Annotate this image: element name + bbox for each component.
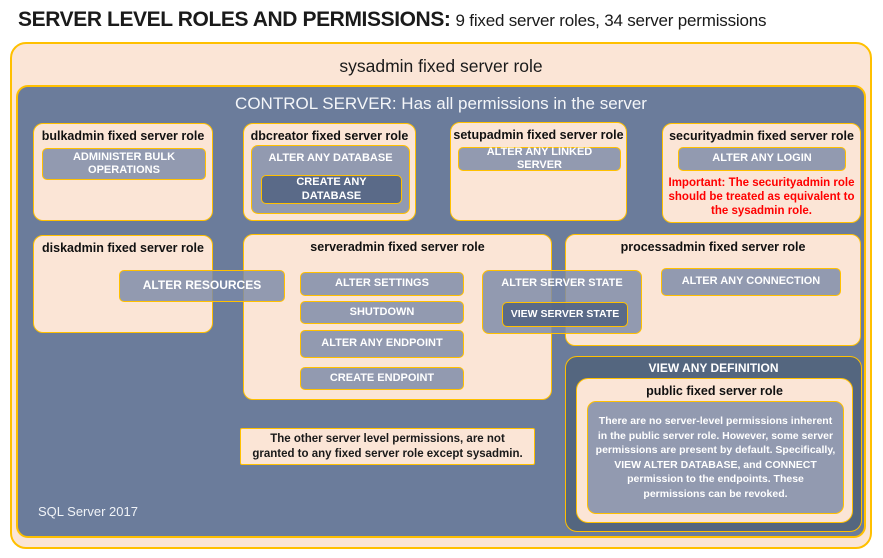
role-title-processadmin: processadmin fixed server role	[620, 240, 806, 254]
role-title-diskadmin: diskadmin fixed server role	[42, 241, 204, 255]
role-box-dbcreator: dbcreator fixed server role ALTER ANY DA…	[243, 123, 416, 221]
role-title-setupadmin: setupadmin fixed server role	[453, 128, 624, 142]
page-title-sub: 9 fixed server roles, 34 server permissi…	[455, 11, 767, 30]
role-title-public: public fixed server role	[646, 384, 783, 398]
permission-alter-any-linked-server: ALTER ANY LINKED SERVER	[458, 146, 621, 171]
permission-view-any-definition-label: VIEW ANY DEFINITION	[648, 361, 779, 375]
page-title: SERVER LEVEL ROLES AND PERMISSIONS:9 fix…	[18, 8, 766, 32]
permission-view-server-state: VIEW SERVER STATE	[502, 302, 628, 327]
permission-alter-any-connection: ALTER ANY CONNECTION	[661, 268, 841, 296]
permission-shutdown: SHUTDOWN	[300, 301, 464, 324]
sysadmin-role-box: sysadmin fixed server role CONTROL SERVE…	[10, 42, 872, 549]
permission-alter-any-database: ALTER ANY DATABASE CREATE ANY DATABASE	[251, 145, 410, 214]
permission-create-endpoint: CREATE ENDPOINT	[300, 367, 464, 390]
role-title-serveradmin: serveradmin fixed server role	[310, 240, 485, 254]
public-role-description: There are no server-level permissions in…	[587, 401, 844, 514]
permission-alter-server-state-label: ALTER SERVER STATE	[501, 277, 623, 289]
permission-alter-server-state: ALTER SERVER STATE VIEW SERVER STATE	[482, 270, 642, 334]
page-title-main: SERVER LEVEL ROLES AND PERMISSIONS:	[18, 8, 451, 31]
note-box: The other server level permissions, are …	[240, 428, 535, 465]
securityadmin-warning: Important: The securityadmin role should…	[668, 177, 855, 217]
permission-view-any-definition: VIEW ANY DEFINITION public fixed server …	[565, 356, 862, 532]
role-box-securityadmin: securityadmin fixed server role ALTER AN…	[662, 123, 861, 223]
note-text: The other server level permissions, are …	[252, 432, 523, 460]
control-server-box: CONTROL SERVER: Has all permissions in t…	[16, 85, 866, 538]
permission-alter-resources: ALTER RESOURCES	[119, 270, 285, 302]
role-title-securityadmin: securityadmin fixed server role	[669, 129, 854, 143]
permission-alter-any-login: ALTER ANY LOGIN	[678, 147, 846, 171]
permission-alter-any-database-label: ALTER ANY DATABASE	[268, 152, 393, 164]
role-box-public: public fixed server role There are no se…	[576, 378, 853, 523]
role-title-bulkadmin: bulkadmin fixed server role	[41, 129, 205, 143]
permission-administer-bulk-operations: ADMINISTER BULK OPERATIONS	[42, 148, 206, 180]
role-box-bulkadmin: bulkadmin fixed server role ADMINISTER B…	[33, 123, 213, 221]
role-box-setupadmin: setupadmin fixed server role ALTER ANY L…	[450, 122, 627, 221]
footer-label: SQL Server 2017	[38, 504, 138, 519]
permission-alter-any-endpoint: ALTER ANY ENDPOINT	[300, 330, 464, 358]
role-title-dbcreator: dbcreator fixed server role	[250, 129, 409, 143]
permission-alter-settings: ALTER SETTINGS	[300, 272, 464, 296]
permission-create-any-database: CREATE ANY DATABASE	[261, 175, 402, 204]
sysadmin-role-label: sysadmin fixed server role	[339, 56, 543, 76]
control-server-label: CONTROL SERVER: Has all permissions in t…	[235, 94, 647, 113]
